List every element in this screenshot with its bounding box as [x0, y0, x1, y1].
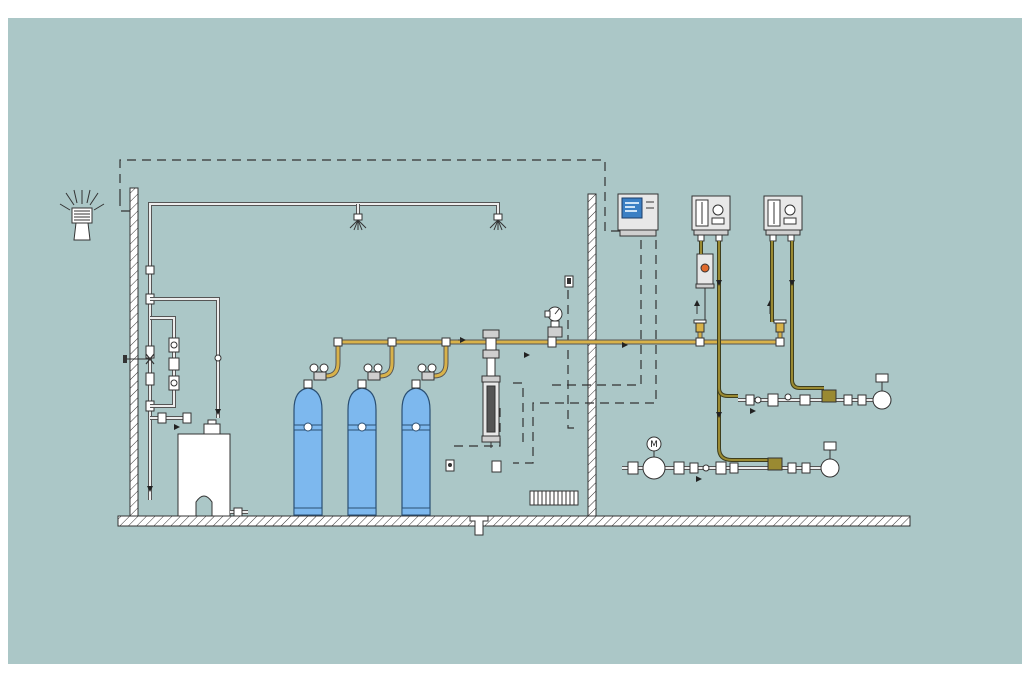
vacuum-regulator-icon	[695, 253, 715, 289]
gas-header	[325, 330, 785, 379]
sprinkler-nozzle-icon	[489, 213, 507, 231]
diagram-canvas: M	[8, 18, 1022, 664]
pressure-gauge-icon	[544, 306, 563, 338]
gas-filter-assembly	[481, 329, 501, 448]
gas-sensor-icon	[445, 459, 455, 472]
middle-wall	[587, 193, 597, 517]
gas-system-diagram: M	[8, 18, 1022, 664]
check-valve-icon	[214, 354, 222, 362]
signal-lines	[119, 159, 657, 464]
gas-sensor-icon	[491, 460, 502, 473]
floor-drain	[469, 515, 489, 536]
building-walls	[117, 187, 911, 536]
drain-valve-icon	[233, 507, 243, 517]
gas-cylinder	[401, 363, 437, 516]
flow-arrow	[147, 486, 153, 492]
shutoff-valve-icon	[693, 319, 707, 333]
dosing-cabinet	[691, 195, 731, 242]
gas-sensor-icon	[564, 275, 574, 288]
pipe-coupling	[145, 345, 155, 359]
hand-valve-icon	[123, 353, 155, 365]
motor-label: M	[650, 440, 658, 450]
shutoff-valve-icon	[773, 319, 787, 333]
injection-point-icon	[820, 441, 840, 478]
process-line-upper	[738, 373, 892, 414]
controller-unit	[617, 193, 659, 237]
gas-cylinder	[293, 363, 329, 516]
injection-point-icon	[872, 373, 892, 410]
pump-motor-icon: M	[642, 436, 666, 480]
gas-cylinder	[347, 363, 383, 516]
pipe-coupling	[145, 372, 155, 386]
dosing-line	[716, 241, 824, 462]
dosing-manifold	[150, 297, 222, 430]
storage-tank	[177, 419, 248, 517]
room-heater-icon	[529, 490, 579, 506]
process-line-lower: M	[622, 436, 840, 482]
dosing-cabinet	[763, 195, 803, 242]
pipe-coupling	[145, 265, 155, 275]
alarm-horn-icon	[59, 189, 105, 241]
left-wall	[129, 187, 139, 517]
sprinkler-nozzle-icon	[349, 213, 367, 231]
floor-slab	[117, 515, 911, 527]
sprinkler-line	[123, 202, 507, 500]
